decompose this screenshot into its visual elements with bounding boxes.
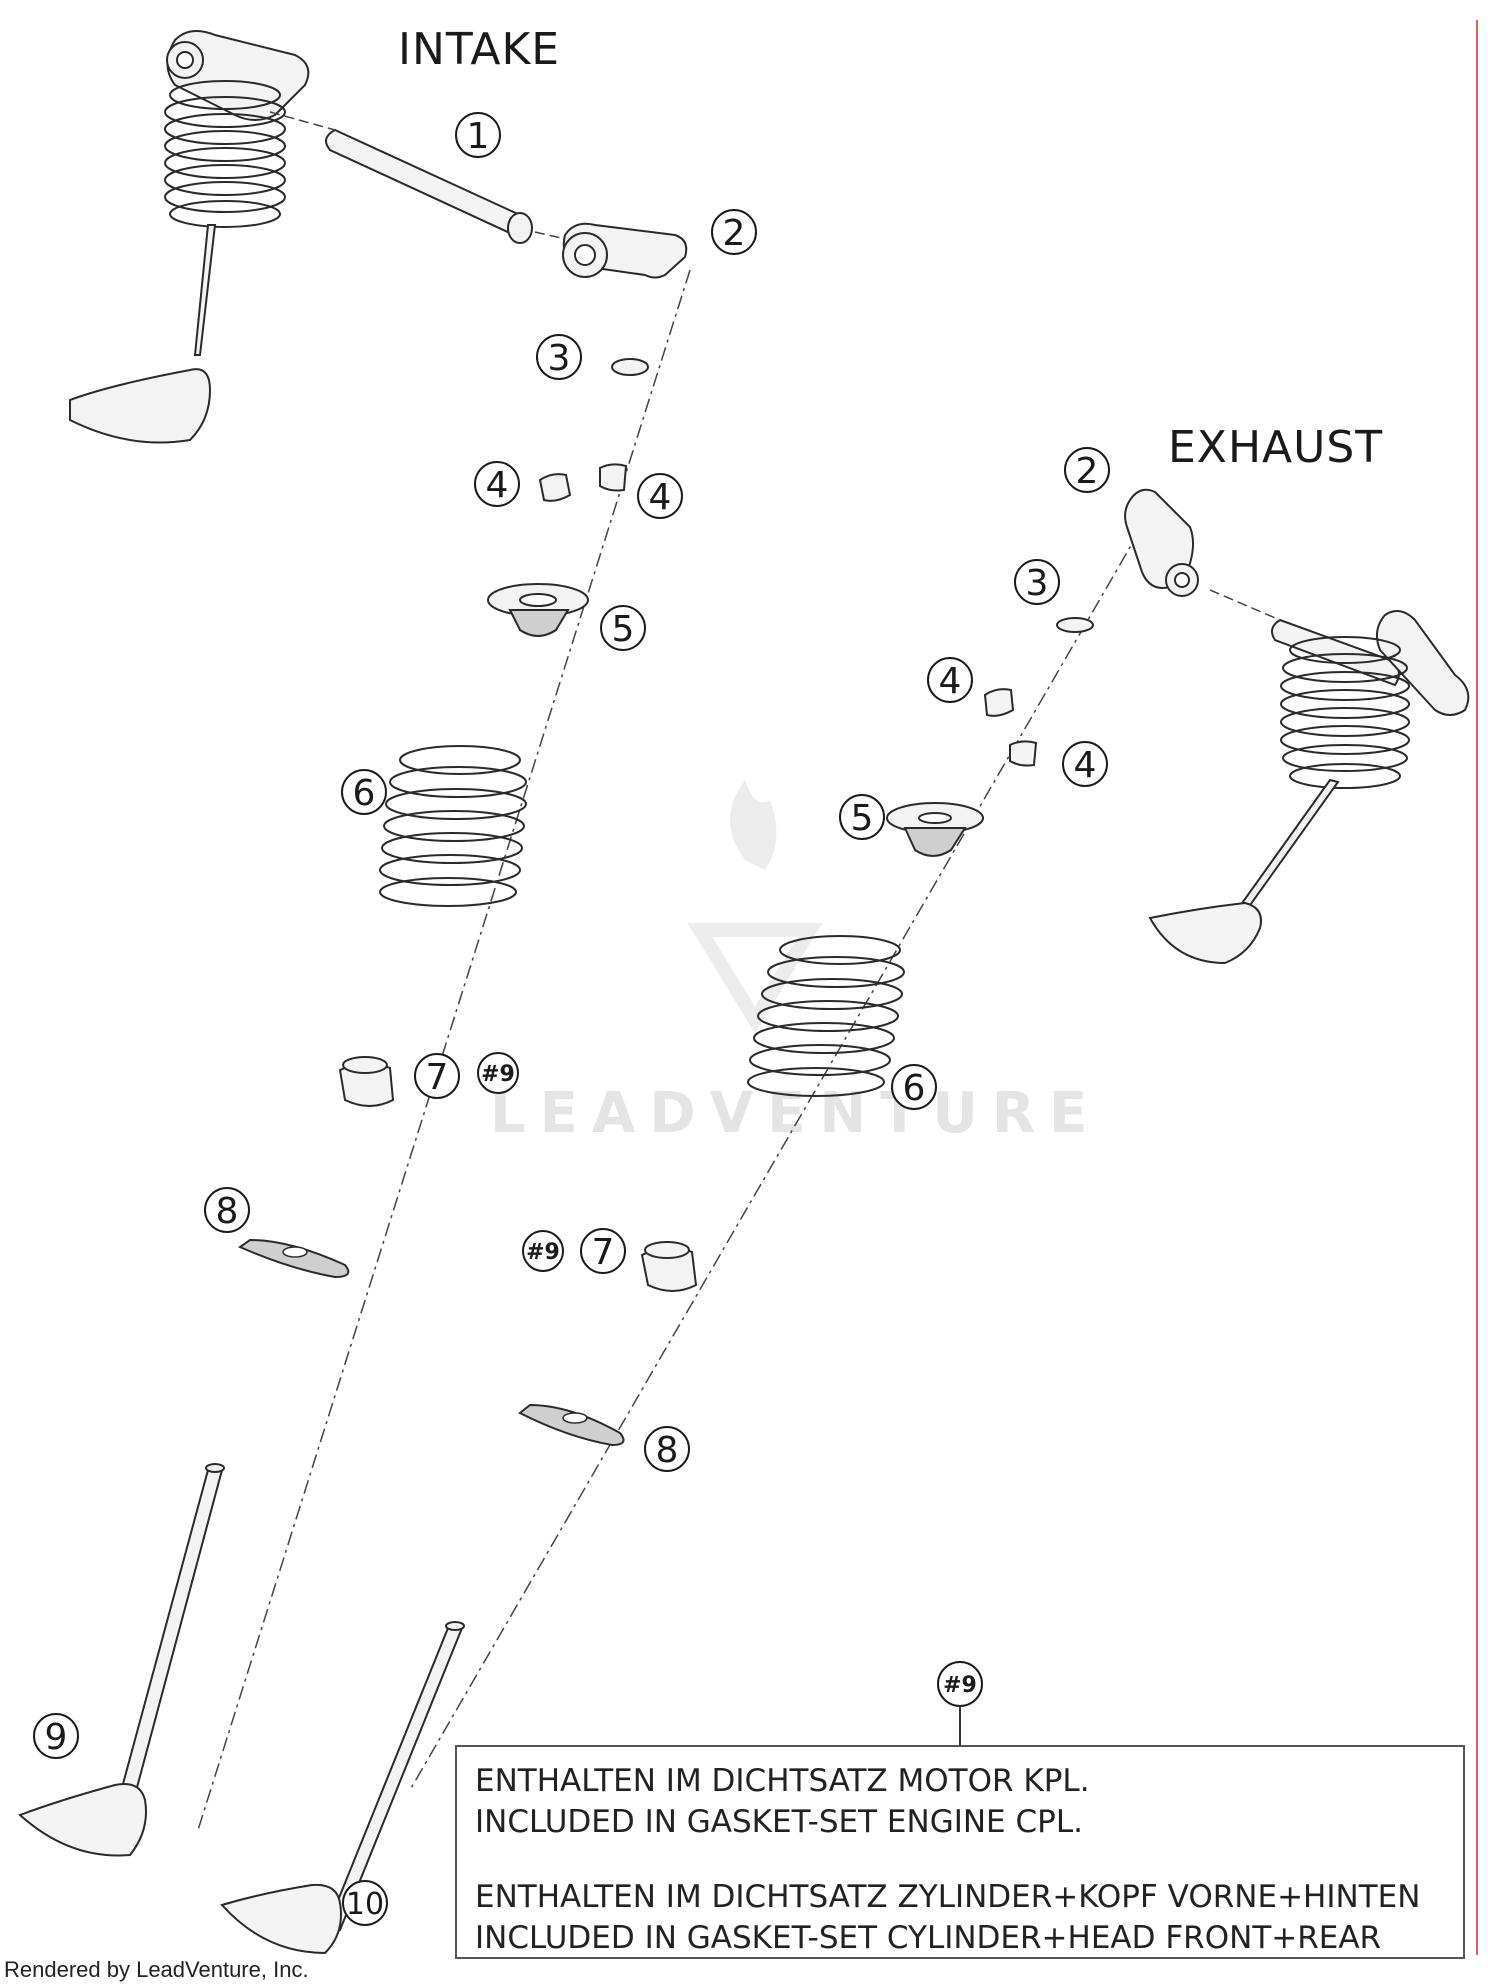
svg-text:4: 4 [486,465,509,506]
note-line-2: INCLUDED IN GASKET-SET ENGINE CPL. [475,1804,1083,1840]
callout-10: 10 [342,1880,388,1926]
callout-note-ref-exhaust: #9 [522,1230,564,1272]
svg-text:6: 6 [353,773,376,814]
exhaust-assembled-valve [1148,589,1470,965]
callout-9: 9 [33,1713,79,1759]
callout-4-intake-right: 4 [637,473,683,519]
svg-text:5: 5 [612,609,635,650]
svg-text:2: 2 [723,213,746,254]
exhaust-title: EXHAUST [1168,422,1383,473]
svg-text:5: 5 [851,798,874,839]
svg-text:8: 8 [216,1191,239,1232]
svg-text:6: 6 [903,1068,926,1109]
intake-rocker-arm [562,222,688,279]
intake-stem-seal [338,1056,395,1107]
exhaust-axis-line [409,529,1141,1791]
watermark-text: LEADVENTURE [490,1081,1101,1146]
callout-2-intake: 2 [711,209,757,255]
exhaust-assembly [220,488,1470,1955]
svg-text:9: 9 [45,1717,68,1758]
svg-text:7: 7 [592,1232,615,1273]
exhaust-shim [1056,617,1094,633]
exhaust-keeper-lower [1009,740,1038,767]
watermark: LEADVENTURE [490,780,1101,1146]
callout-note-ref-intake: #9 [477,1052,519,1094]
svg-text:4: 4 [939,661,962,702]
svg-text:7: 7 [426,1057,449,1098]
callout-7-intake: 7 [414,1053,460,1099]
note-line-1: ENTHALTEN IM DICHTSATZ MOTOR KPL. [475,1763,1090,1799]
exhaust-valve [220,1621,465,1955]
svg-text:10: 10 [346,1887,384,1922]
intake-assembled-valve [69,30,310,444]
intake-rocker-shaft [269,111,571,244]
svg-text:3: 3 [1026,563,1049,604]
callout-note-ref-box: #9 [937,1661,983,1745]
exhaust-keeper-upper [983,688,1015,717]
intake-valve [18,1463,225,1857]
intake-spring-retainer [487,583,589,637]
callout-4-exhaust-lower: 4 [1062,741,1108,787]
callout-5-exhaust: 5 [839,794,885,840]
gasket-set-note: ENTHALTEN IM DICHTSATZ MOTOR KPL. INCLUD… [455,1745,1465,1959]
svg-text:4: 4 [649,477,672,518]
footer-credit: Rendered by LeadVenture, Inc. [4,1957,309,1982]
callout-8-intake: 8 [204,1187,250,1233]
svg-text:4: 4 [1074,745,1097,786]
callout-7-exhaust: 7 [580,1228,626,1274]
exhaust-spring-retainer [886,802,984,857]
svg-text:3: 3 [548,338,571,379]
exhaust-valve-spring [747,935,905,1097]
intake-axis-line [197,269,691,1831]
callout-4-exhaust-upper: 4 [927,657,973,703]
callout-6-intake: 6 [341,769,387,815]
intake-shim [611,358,649,376]
callout-2-exhaust: 2 [1064,447,1110,493]
note-line-3: ENTHALTEN IM DICHTSATZ ZYLINDER+KOPF VOR… [475,1879,1421,1915]
callouts: 1 2 3 4 4 5 6 7 [33,112,1110,1926]
svg-text:#9: #9 [526,1240,560,1265]
callout-3-intake: 3 [536,334,582,380]
svg-text:#9: #9 [943,1673,977,1698]
callout-5-intake: 5 [600,605,646,651]
intake-keeper-left [538,473,572,502]
note-line-4: INCLUDED IN GASKET-SET CYLINDER+HEAD FRO… [475,1920,1382,1956]
callout-8-exhaust: 8 [644,1426,690,1472]
callout-4-intake-left: 4 [474,461,520,507]
exhaust-stem-seal [640,1241,698,1292]
svg-text:8: 8 [656,1430,679,1471]
svg-text:#9: #9 [481,1062,515,1087]
exhaust-spring-seat [518,1403,625,1447]
callout-1-intake: 1 [455,112,501,158]
callout-3-exhaust: 3 [1014,559,1060,605]
intake-valve-spring [379,745,527,907]
callout-6-exhaust: 6 [891,1064,937,1110]
exhaust-rocker-arm [1124,488,1199,597]
intake-spring-seat [237,1238,350,1279]
intake-title: INTAKE [398,24,560,75]
intake-assembly [18,30,691,1857]
svg-text:1: 1 [467,116,490,157]
intake-keeper-right [599,463,628,492]
svg-text:2: 2 [1076,451,1099,492]
